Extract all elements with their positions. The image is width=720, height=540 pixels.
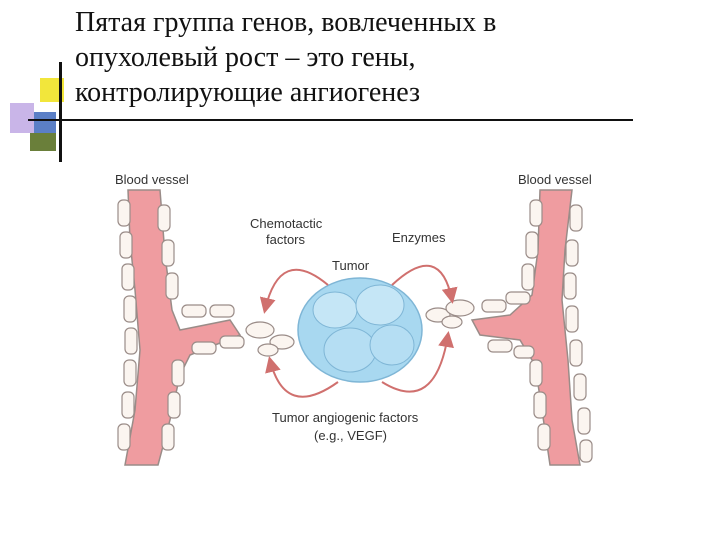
tumor	[297, 277, 423, 383]
decor-vertical-line	[59, 62, 62, 162]
label-angiogenic-factors-2: (e.g., VEGF)	[314, 428, 387, 443]
title-line-3: контролирующие ангиогенез	[75, 77, 421, 108]
decor-square-green	[30, 133, 56, 151]
blood-vessel-left	[117, 189, 245, 466]
decor-square-purple	[10, 103, 34, 133]
label-chemotactic-factors-2: factors	[266, 232, 306, 247]
arrow-chemotactic	[259, 268, 329, 314]
label-blood-vessel-left: Blood vessel	[115, 172, 189, 187]
decor-square-blue	[34, 112, 56, 134]
capillary-sprout-left	[245, 321, 295, 357]
capillary-sprout-right	[425, 299, 475, 329]
blood-vessel-right	[470, 189, 593, 466]
label-blood-vessel-right: Blood vessel	[518, 172, 592, 187]
label-tumor: Tumor	[332, 258, 370, 273]
arrow-angiogenic-left	[265, 356, 339, 398]
label-enzymes: Enzymes	[392, 230, 446, 245]
angiogenesis-diagram: Blood vessel Blood vessel Chemotactic fa…	[115, 172, 593, 466]
decor-horizontal-line	[28, 119, 633, 121]
title-line-1: Пятая группа генов, вовлеченных в	[75, 7, 497, 38]
slide-title: Пятая группа генов, вовлеченных в опухол…	[75, 5, 675, 110]
factor-arrows	[259, 264, 458, 398]
title-line-2: опухолевый рост – это гены,	[75, 42, 416, 73]
arrow-angiogenic-right	[381, 331, 454, 393]
arrow-enzymes	[391, 264, 458, 304]
label-chemotactic-factors-1: Chemotactic	[250, 216, 323, 231]
label-angiogenic-factors-1: Tumor angiogenic factors	[272, 410, 419, 425]
